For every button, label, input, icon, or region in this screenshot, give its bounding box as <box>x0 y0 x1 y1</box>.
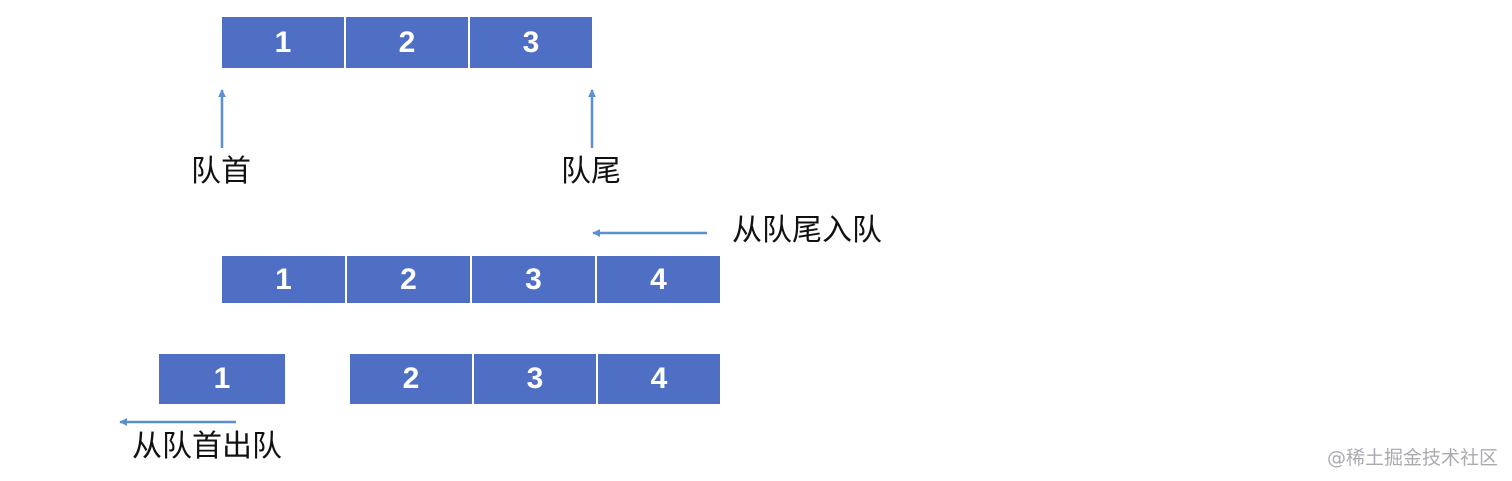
tail-label: 队尾 <box>561 154 621 189</box>
queue-cell: 3 <box>472 256 595 303</box>
queue-after-enqueue: 1 2 3 4 <box>222 256 720 303</box>
queue-cell: 1 <box>159 354 285 404</box>
initial-queue: 1 2 3 <box>222 17 592 68</box>
remaining-queue: 2 3 4 <box>350 354 720 404</box>
queue-cell: 1 <box>222 17 344 68</box>
dequeued-element: 1 <box>159 354 285 404</box>
queue-cell: 2 <box>350 354 472 404</box>
queue-cell: 1 <box>222 256 345 303</box>
queue-cell: 4 <box>597 256 720 303</box>
watermark: @稀土掘金技术社区 <box>1326 447 1498 469</box>
queue-cell: 2 <box>346 17 468 68</box>
dequeue-label: 从队首出队 <box>132 429 282 464</box>
head-label: 队首 <box>191 154 251 189</box>
queue-cell: 3 <box>474 354 596 404</box>
queue-cell: 4 <box>598 354 720 404</box>
queue-cell: 2 <box>347 256 470 303</box>
enqueue-label: 从队尾入队 <box>732 213 882 248</box>
queue-cell: 3 <box>470 17 592 68</box>
